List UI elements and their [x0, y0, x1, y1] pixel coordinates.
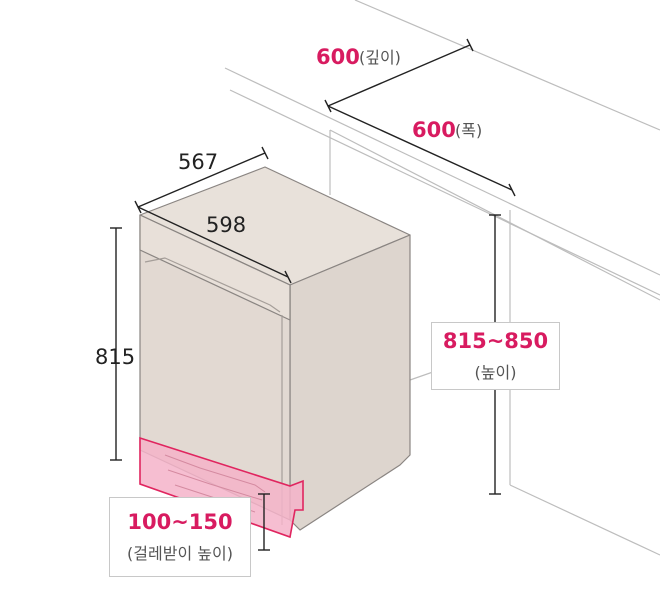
cabinet-height-callout: 815~850 (높이): [431, 322, 560, 390]
appliance-height-label: 815: [95, 345, 135, 369]
kick-plate-callout: 100~150 (걸레받이 높이): [109, 497, 251, 577]
cabinet-height-value: 815~850: [442, 329, 549, 353]
dishwasher-right-side: [289, 234, 411, 531]
appliance-width-label: 598: [206, 213, 246, 237]
kick-plate-note: (걸레받이 높이): [127, 544, 233, 563]
kick-plate-highlight: [139, 436, 304, 539]
cabinet-width-note: (폭): [455, 121, 482, 140]
kick-plate-value: 100~150: [127, 510, 233, 534]
cabinet-depth-note: (깊이): [359, 48, 401, 67]
dimension-lines: [110, 38, 516, 551]
dishwasher-door-handle: [144, 257, 281, 313]
dishwasher-door-top-strip: [139, 214, 291, 321]
appliance-depth-label: 567: [178, 150, 218, 174]
cabinet-depth-value: 600: [316, 45, 360, 69]
cabinet-height-note: (높이): [474, 363, 517, 382]
cabinet-width-value: 600: [412, 118, 456, 142]
